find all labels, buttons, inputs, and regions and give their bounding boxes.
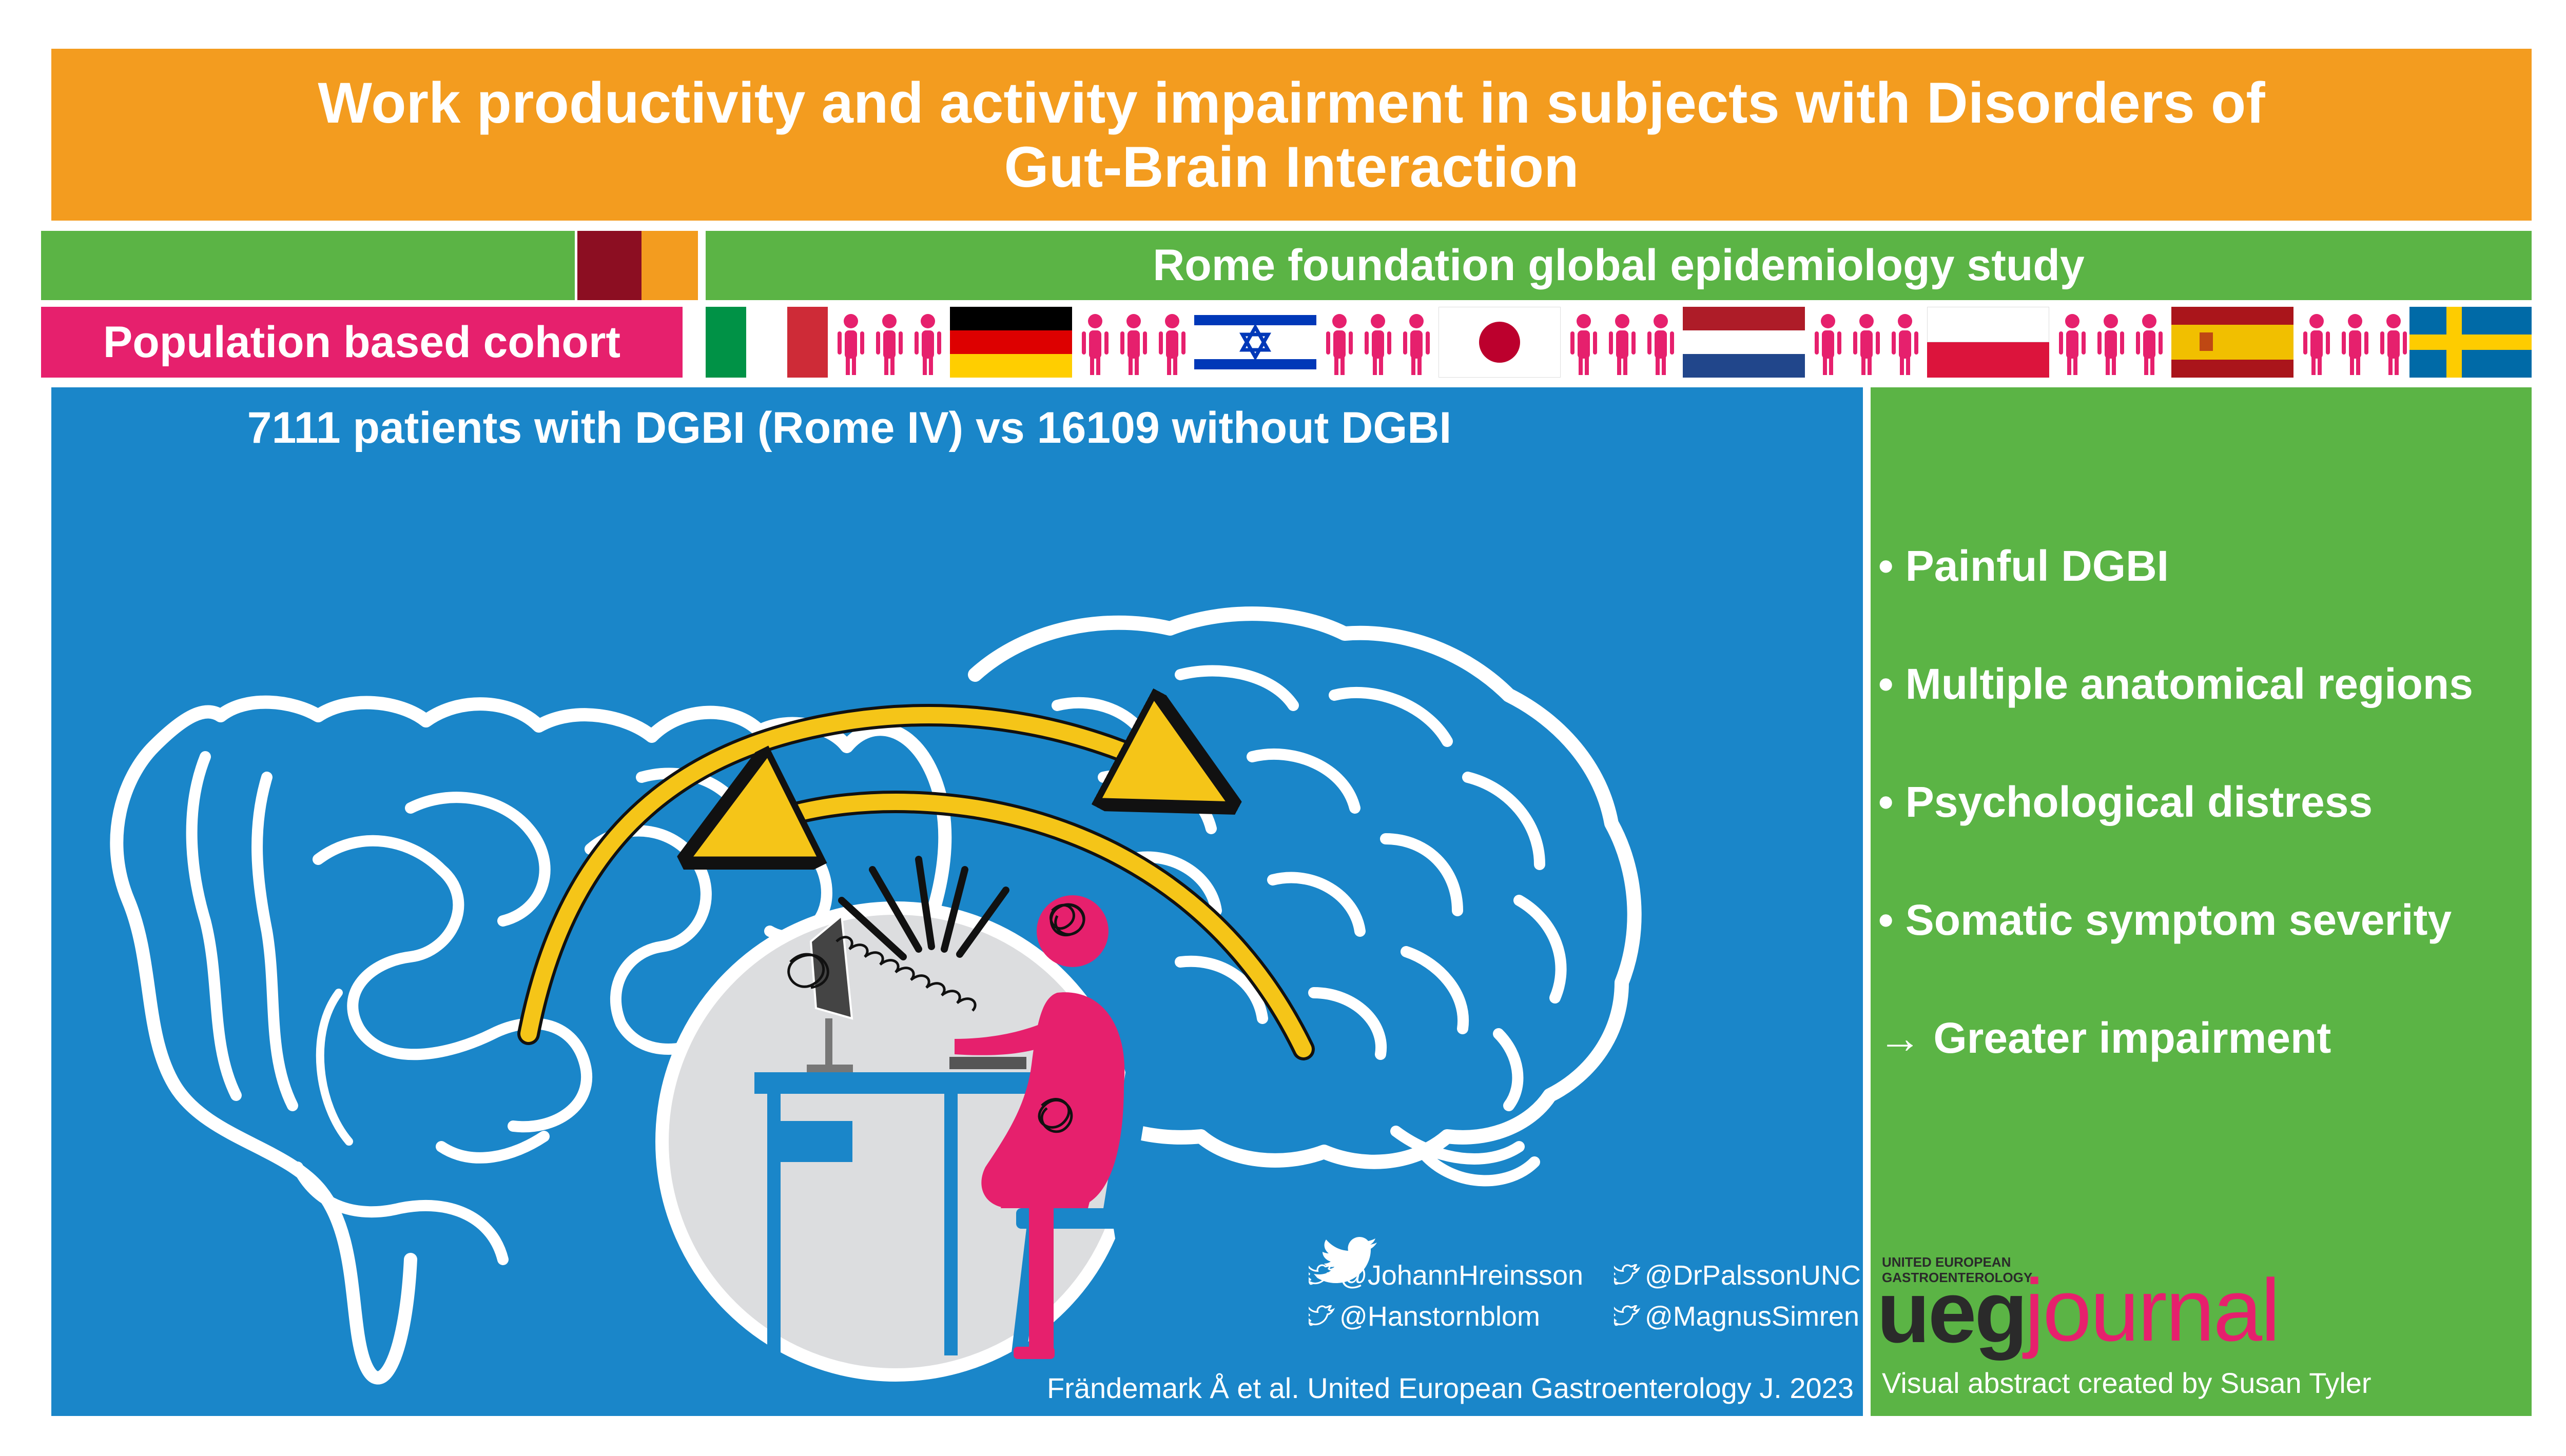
flag-israel [1194, 307, 1316, 378]
twitter-icon [1614, 1264, 1641, 1285]
journal-logo-journal: journal [2025, 1261, 2280, 1360]
country-flags-row [706, 307, 2532, 378]
people-icon [2303, 314, 2407, 375]
people-icon [1570, 314, 1674, 375]
flag-germany [950, 307, 1072, 378]
tangle-icon [787, 903, 1085, 1133]
twitter-icon [1309, 1305, 1335, 1326]
finding-item: • Multiple anatomical regions [1878, 660, 2473, 708]
finding-item: • Psychological distress [1878, 778, 2373, 826]
twitter-icon [1309, 1264, 1335, 1285]
arrow-icon [517, 715, 1315, 1060]
flag-italy [706, 307, 828, 378]
twitter-handle[interactable]: @MagnusSimren [1614, 1301, 1859, 1332]
study-band-orange-block [642, 231, 698, 300]
twitter-handle[interactable]: @DrPalssonUNC [1614, 1260, 1861, 1291]
flag-spain [2171, 307, 2293, 378]
study-band-maroon-block [577, 231, 642, 300]
twitter-icon [1614, 1305, 1641, 1326]
flag-japan [1438, 307, 1561, 378]
page-title: Work productivity and activity impairmen… [318, 70, 2265, 199]
twitter-icon [1314, 1237, 1377, 1283]
journal-logo-small-text: UNITED EUROPEAN GASTROENTEROLOGY [1882, 1254, 2033, 1285]
stress-lines-icon [838, 856, 1009, 960]
study-band-left [41, 231, 575, 300]
people-icon [838, 314, 941, 375]
journal-logo-ueg: ueg [1877, 1264, 2028, 1361]
flag-sweden [2409, 307, 2532, 378]
credit-line: Visual abstract created by Susan Tyler [1882, 1367, 2371, 1399]
people-icon [2059, 314, 2163, 375]
main-illustration-panel: 7111 patients with DGBI (Rome IV) vs 161… [51, 387, 1863, 1416]
flag-poland [1927, 307, 2049, 378]
gut-brain-illustration [110, 606, 1642, 1385]
main-header: 7111 patients with DGBI (Rome IV) vs 161… [247, 403, 1452, 452]
study-label: Rome foundation global epidemiology stud… [1153, 241, 2085, 290]
finding-item: • Painful DGBI [1878, 542, 2169, 590]
twitter-handle[interactable]: @JohannHreinsson [1309, 1260, 1583, 1291]
study-band: Rome foundation global epidemiology stud… [706, 231, 2532, 300]
findings-panel: • Painful DGBI • Multiple anatomical reg… [1871, 387, 2532, 1416]
finding-item: → Greater impairment [1878, 1014, 2331, 1062]
people-icon [1082, 314, 1185, 375]
twitter-handle[interactable]: @Hanstornblom [1309, 1301, 1540, 1332]
flag-netherlands [1683, 307, 1805, 378]
people-icon [1815, 314, 1918, 375]
cohort-label: Population based cohort [41, 307, 683, 378]
people-icon [1326, 314, 1430, 375]
citation: Frändemark Å et al. United European Gast… [1047, 1372, 1854, 1404]
finding-item: • Somatic symptom severity [1878, 896, 2452, 944]
intestine-icon [110, 695, 952, 1385]
desk-icon [754, 1072, 1037, 1355]
title-banner: Work productivity and activity impairmen… [51, 49, 2532, 221]
